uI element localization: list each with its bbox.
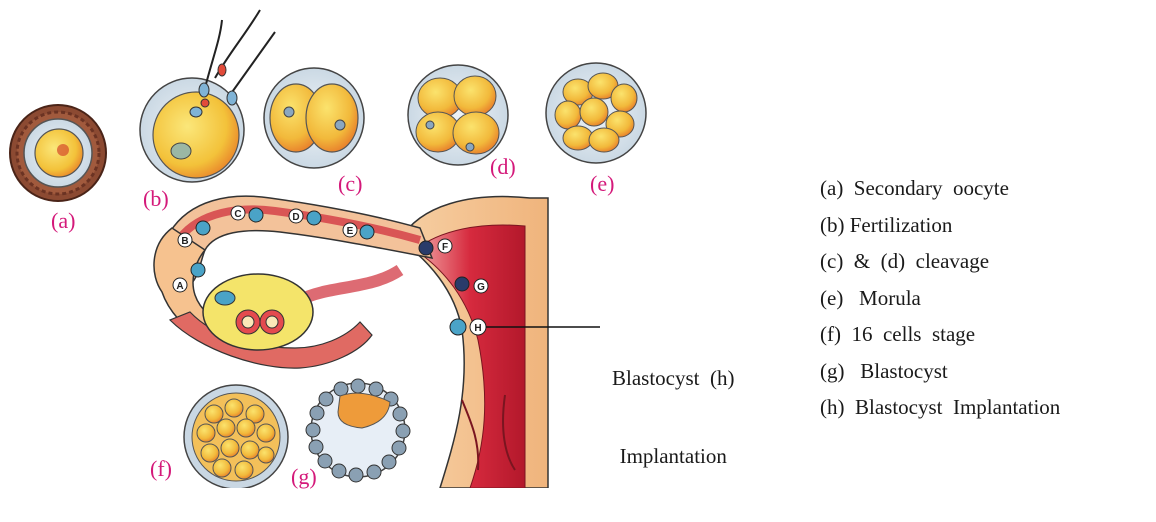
- sixteen-cell-stage: [184, 385, 288, 488]
- stage-label-d: (d): [490, 156, 516, 178]
- legend-item-h: (h) Blastocyst Implantation: [820, 397, 1060, 434]
- legend-item-g: (g) Blastocyst: [820, 361, 1060, 398]
- legend-item-f: (f) 16 cells stage: [820, 324, 1060, 361]
- fertilization-egg: [140, 10, 275, 182]
- two-cell-stage: [264, 68, 364, 168]
- legend-item-a: (a) Secondary oocyte: [820, 178, 1060, 215]
- diagram-stage: A B C D E F G H (a) (b) (c) (d) (e) (f) …: [0, 0, 1156, 488]
- svg-text:D: D: [292, 212, 299, 223]
- legend: (a) Secondary oocyte (b) Fertilization (…: [820, 178, 1060, 434]
- secondary-oocyte: [10, 105, 106, 201]
- stage-label-c: (c): [338, 173, 362, 195]
- svg-text:A: A: [176, 281, 183, 292]
- legend-item-b: (b) Fertilization: [820, 215, 1060, 252]
- svg-text:H: H: [474, 323, 481, 334]
- svg-text:F: F: [442, 242, 448, 253]
- legend-item-c-d: (c) & (d) cleavage: [820, 251, 1060, 288]
- four-cell-stage: [408, 65, 508, 165]
- morula: [546, 63, 646, 163]
- implantation-callout: Blastocyst (h) Implantation: [612, 312, 734, 522]
- blastocyst: [306, 379, 410, 482]
- stage-label-g: (g): [291, 466, 317, 488]
- svg-text:G: G: [477, 282, 485, 293]
- stage-label-a: (a): [51, 210, 75, 232]
- callout-line-1: Blastocyst (h): [612, 365, 734, 391]
- stage-label-e: (e): [590, 173, 614, 195]
- legend-item-e: (e) Morula: [820, 288, 1060, 325]
- stage-label-b: (b): [143, 188, 169, 210]
- stage-label-f: (f): [150, 458, 172, 480]
- svg-text:C: C: [234, 209, 241, 220]
- callout-line-2: Implantation: [612, 443, 734, 469]
- svg-text:B: B: [181, 236, 188, 247]
- svg-text:E: E: [347, 226, 354, 237]
